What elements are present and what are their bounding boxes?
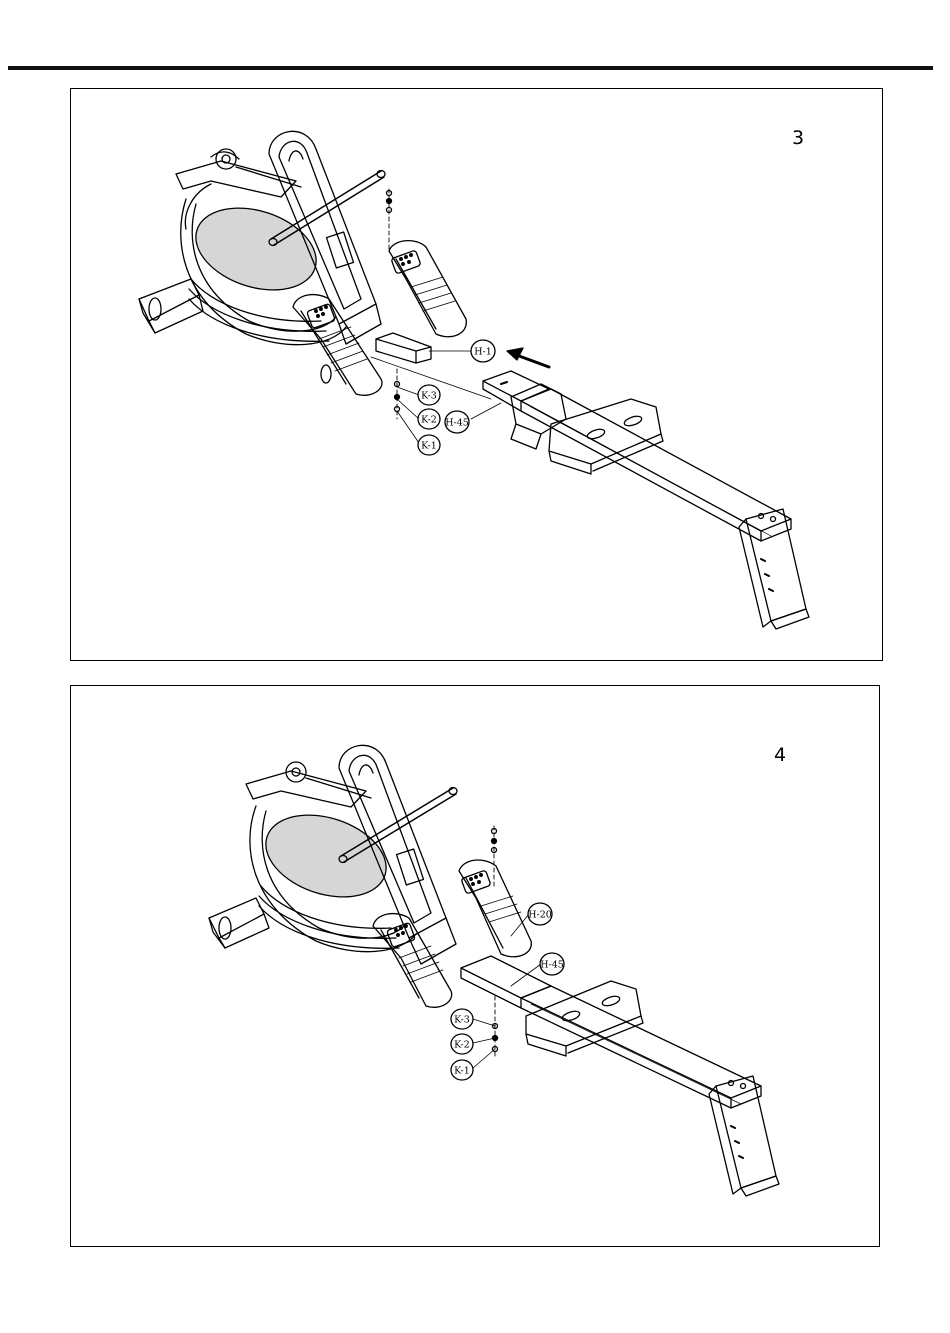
front-rail — [483, 371, 791, 541]
upright-column — [269, 131, 385, 344]
callout-label: H-1 — [474, 347, 492, 358]
callout-h45: H-45 — [445, 411, 469, 433]
direction-arrow — [507, 348, 549, 367]
callout-h1: H-1 — [471, 340, 495, 362]
callout-h20: H-20 — [528, 903, 552, 925]
callout-label: K-1 — [421, 441, 437, 452]
left-foot-pedal — [293, 295, 382, 396]
rowing-machine-illustration-step-4: H-20 H-45 K-3 K-2 K-1 — [71, 686, 881, 1248]
step-3-panel: 3 — [70, 88, 883, 661]
callout-label: K-2 — [421, 415, 437, 426]
right-foot-pedal — [389, 241, 466, 337]
callout-k2: K-2 — [418, 409, 440, 429]
rowing-machine-illustration-step-3: H-1 K-3 K-2 K-1 H-45 — [71, 89, 884, 662]
callout-k1: K-1 — [451, 1060, 473, 1080]
header-rule — [8, 66, 933, 70]
callout-label: K-3 — [421, 391, 437, 402]
right-foot-pedal — [459, 860, 531, 957]
top-bolt-set — [387, 189, 392, 249]
rail-cap — [511, 384, 663, 474]
front-frame — [176, 149, 301, 197]
callout-label: H-45 — [445, 418, 469, 429]
callout-label: H-20 — [528, 910, 552, 921]
callout-k3: K-3 — [451, 1009, 473, 1029]
callout-label: K-2 — [454, 1040, 470, 1051]
step-4-panel: 4 — [70, 685, 880, 1247]
front-leg — [739, 509, 809, 629]
callout-label: K-1 — [454, 1066, 470, 1077]
callout-k3: K-3 — [418, 385, 440, 405]
top-bolt-set — [492, 826, 497, 886]
callout-k2: K-2 — [451, 1034, 473, 1054]
callout-label: K-3 — [454, 1015, 470, 1026]
rear-stabilizer — [209, 898, 269, 948]
callout-k1: K-1 — [418, 435, 440, 455]
rear-stabilizer — [139, 279, 203, 333]
callout-h45: H-45 — [540, 953, 564, 975]
front-rail — [461, 956, 761, 1108]
callout-label: H-45 — [540, 960, 564, 971]
